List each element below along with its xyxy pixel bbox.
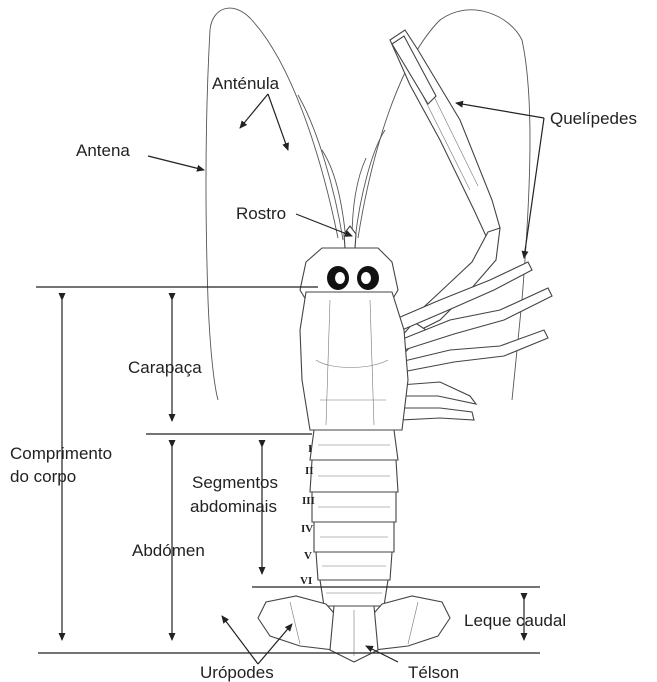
segment-label: III bbox=[302, 495, 315, 507]
abdomen-segments bbox=[310, 430, 398, 606]
segment-label: I bbox=[308, 443, 312, 455]
label-leque-caudal: Leque caudal bbox=[464, 611, 566, 630]
label-comprimento-2: do corpo bbox=[10, 467, 76, 486]
antennule-right-a bbox=[355, 130, 385, 240]
label-comprimento-1: Comprimento bbox=[10, 444, 112, 463]
label-uropodes: Urópodes bbox=[200, 663, 274, 682]
label-antenula: Anténula bbox=[212, 74, 280, 93]
walking-legs-right bbox=[398, 262, 552, 420]
label-telson: Télson bbox=[408, 663, 459, 682]
segment-label: VI bbox=[300, 575, 312, 587]
label-segmentos-2: abdominais bbox=[190, 497, 277, 516]
antennule-right-b bbox=[352, 158, 366, 240]
segment-label: II bbox=[305, 465, 314, 477]
label-segmentos-1: Segmentos bbox=[192, 473, 278, 492]
label-quelipedes: Quelípedes bbox=[550, 109, 637, 128]
label-abdomen: Abdómen bbox=[132, 541, 205, 560]
tail-fan bbox=[258, 596, 450, 662]
label-carapaca: Carapaça bbox=[128, 358, 202, 377]
carapace bbox=[300, 292, 408, 430]
segment-label: IV bbox=[301, 523, 313, 535]
label-antena: Antena bbox=[76, 141, 130, 160]
segment-label: V bbox=[304, 550, 312, 562]
label-rostro: Rostro bbox=[236, 204, 286, 223]
